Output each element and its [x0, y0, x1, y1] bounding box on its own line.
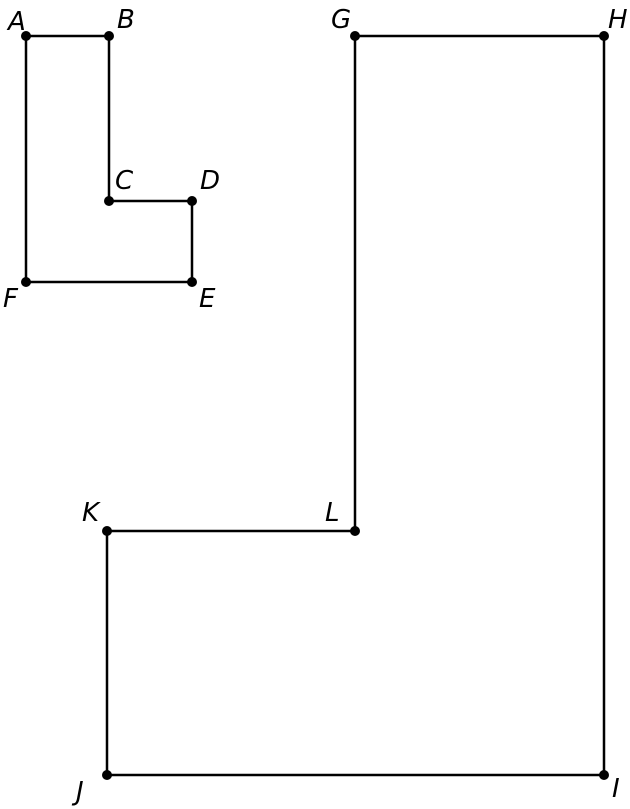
vertex-label-j: J	[71, 777, 84, 807]
vertex-label-e: E	[199, 284, 216, 314]
polygon-edges	[24, 34, 606, 777]
vertex-label-g: G	[331, 5, 351, 35]
vertex-label-c: C	[115, 166, 134, 196]
vertex-point-k	[102, 526, 112, 536]
vertex-label-k: K	[82, 498, 101, 528]
vertex-label-l: L	[325, 498, 340, 528]
vertex-point-g	[350, 31, 360, 41]
vertex-point-c	[104, 196, 114, 206]
vertex-point-j	[102, 770, 112, 780]
vertex-point-f	[21, 277, 31, 287]
vertex-point-b	[104, 31, 114, 41]
vertex-label-i: I	[612, 774, 620, 804]
vertex-point-e	[187, 277, 197, 287]
vertex-point-d	[187, 196, 197, 206]
vertex-label-b: B	[117, 5, 135, 35]
vertex-label-f: F	[3, 284, 19, 314]
vertex-point-l	[350, 526, 360, 536]
vertex-label-d: D	[200, 166, 220, 196]
vertex-label-h: H	[608, 5, 628, 35]
vertex-label-a: A	[6, 7, 26, 37]
vertex-point-a	[21, 31, 31, 41]
vertex-point-h	[599, 31, 609, 41]
vertex-labels: A B C D E F G H I J K L	[3, 5, 628, 807]
polygon-vertices	[21, 31, 609, 780]
vertex-point-i	[599, 770, 609, 780]
